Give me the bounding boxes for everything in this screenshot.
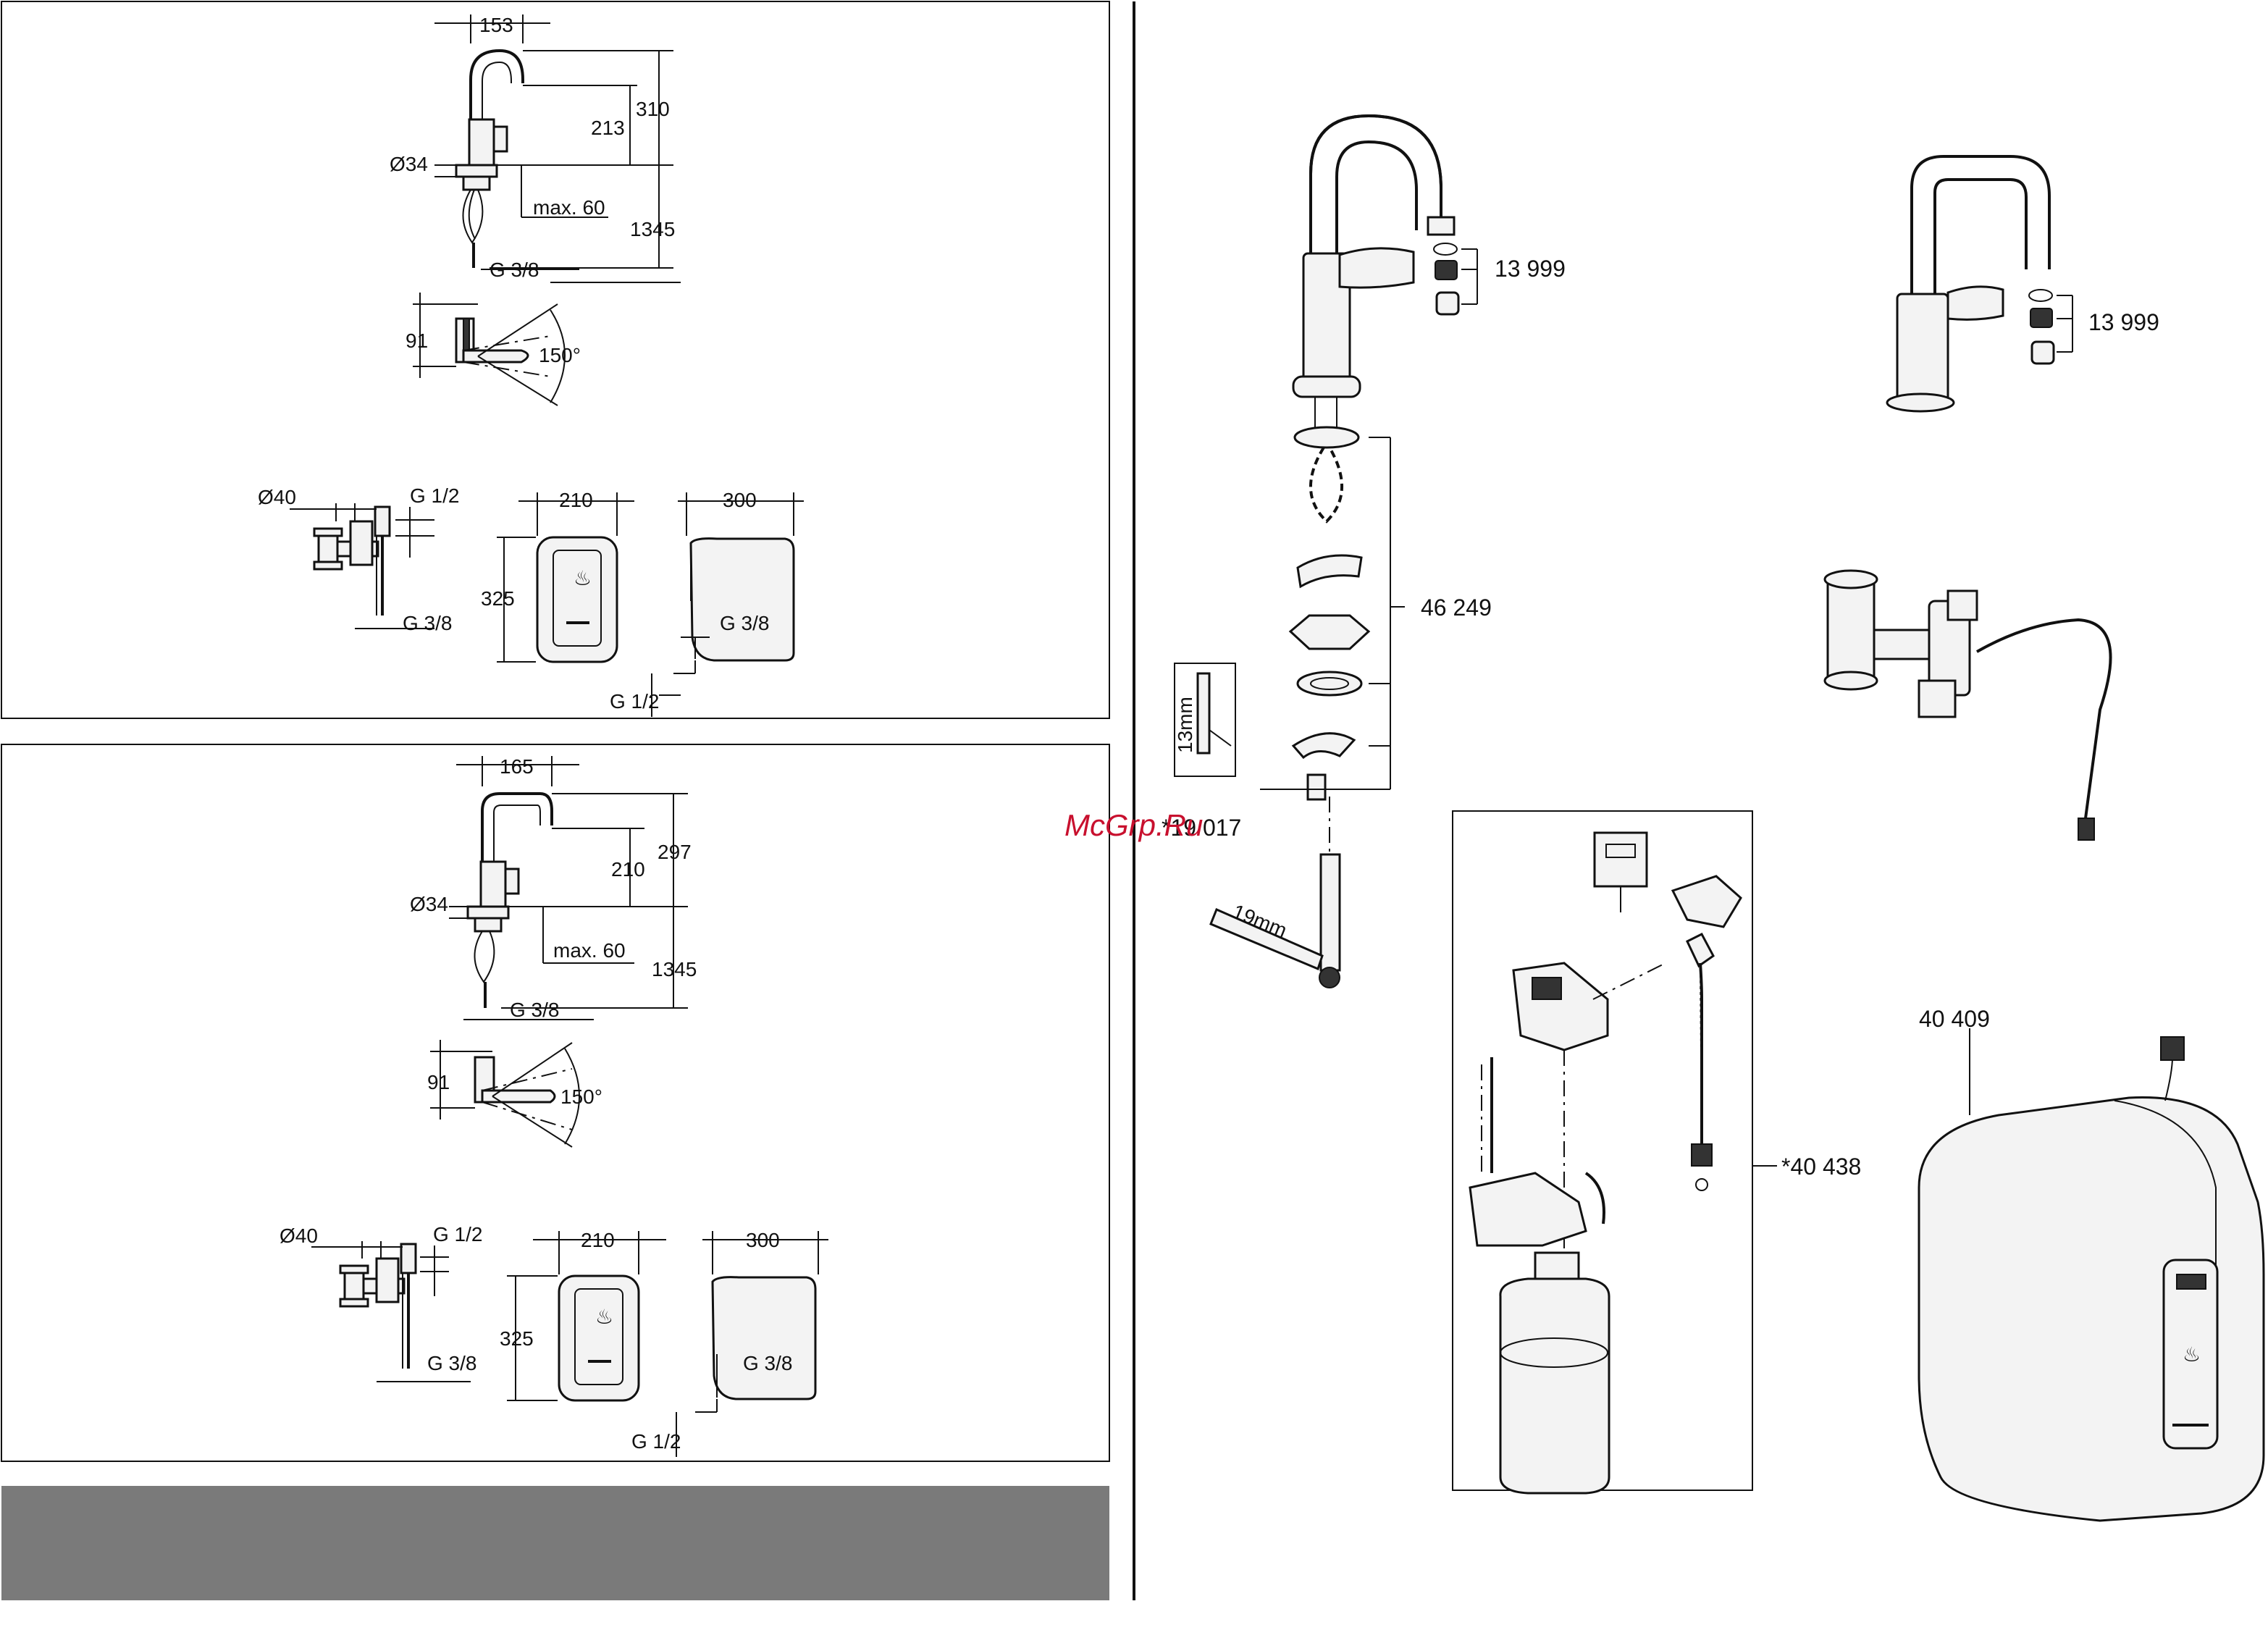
top-dim-valve-thread-top: G 1/2 xyxy=(410,484,459,507)
bottom-dim-hole-diameter: Ø34 xyxy=(410,893,448,915)
aerator-parts-1 xyxy=(1434,243,1477,314)
aerator-parts-2 xyxy=(2029,290,2072,364)
bottom-dim-thread-outlet: G 3/8 xyxy=(510,999,559,1021)
top-dim-valve-thread-bottom: G 3/8 xyxy=(403,612,452,634)
top-faucet-elevation xyxy=(456,51,523,268)
top-dim-swivel-angle: 150° xyxy=(539,344,581,366)
top-dim-max-thickness: max. 60 xyxy=(533,196,605,219)
bottom-dim-hose-length: 1345 xyxy=(652,958,697,980)
bottom-faucet-plan xyxy=(430,1040,579,1147)
exploded-faucet-square-spout xyxy=(1887,156,2049,411)
svg-text:♨: ♨ xyxy=(574,567,592,589)
bottom-dim-boiler-thread-bottom: G 1/2 xyxy=(631,1430,681,1453)
top-dim-width-top: 153 xyxy=(479,14,513,36)
bottom-boiler-front: ♨ xyxy=(507,1231,666,1400)
top-dim-height-spout: 213 xyxy=(591,117,625,139)
bottom-dim-valve-diameter: Ø40 xyxy=(280,1224,318,1247)
part-label-filter-kit: *40 438 xyxy=(1781,1154,1861,1180)
svg-text:♨: ♨ xyxy=(595,1306,613,1328)
top-boiler-side xyxy=(652,492,804,717)
exploded-angle-valve xyxy=(1825,571,2111,840)
top-dim-handle-depth: 91 xyxy=(406,329,428,352)
exploded-boiler-unit: ♨ xyxy=(1919,1028,2264,1521)
bottom-dim-width-top: 165 xyxy=(500,755,534,778)
filter-kit-parts xyxy=(1470,833,1741,1493)
top-dim-valve-diameter: Ø40 xyxy=(258,486,296,508)
watermark: McGrp.Ru xyxy=(1064,808,1203,842)
top-dim-boiler-width: 210 xyxy=(559,489,593,511)
top-valve-assembly xyxy=(290,503,434,629)
bottom-dim-swivel-angle: 150° xyxy=(560,1085,602,1108)
bottom-dim-boiler-thread-top: G 3/8 xyxy=(743,1352,792,1374)
top-dim-boiler-height: 325 xyxy=(481,587,515,610)
bottom-dim-boiler-depth: 300 xyxy=(746,1229,780,1251)
svg-text:♨: ♨ xyxy=(2183,1343,2201,1366)
bottom-dim-max-thickness: max. 60 xyxy=(553,939,626,962)
exploded-faucet-round-spout xyxy=(1211,116,1454,988)
bottom-dim-boiler-width: 210 xyxy=(581,1229,615,1251)
part-label-boiler: 40 409 xyxy=(1919,1006,1990,1032)
bottom-dim-height-total: 297 xyxy=(658,841,692,863)
top-dim-height-total: 310 xyxy=(636,98,670,120)
top-boiler-front: ♨ xyxy=(497,492,634,662)
part-label-mount-kit: 46 249 xyxy=(1421,595,1492,621)
bottom-panel-frame xyxy=(1,744,1109,1461)
top-dim-thread-outlet: G 3/8 xyxy=(490,259,539,281)
footer-bar xyxy=(1,1486,1109,1600)
bottom-dim-boiler-height: 325 xyxy=(500,1327,534,1350)
bottom-dim-height-spout: 210 xyxy=(611,858,645,881)
bottom-dim-valve-thread-top: G 1/2 xyxy=(433,1223,482,1245)
top-dim-boiler-thread-top: G 3/8 xyxy=(720,612,769,634)
part-label-aerator-1: 13 999 xyxy=(1495,256,1566,282)
bottom-faucet-elevation xyxy=(468,794,552,1008)
top-dim-boiler-thread-bottom: G 1/2 xyxy=(610,690,659,713)
top-dim-boiler-depth: 300 xyxy=(723,489,757,511)
part-label-aerator-2: 13 999 xyxy=(2088,309,2159,335)
bottom-boiler-side xyxy=(676,1231,828,1457)
tool-size-13mm: 13mm xyxy=(1174,697,1196,753)
top-dim-hole-diameter: Ø34 xyxy=(390,153,428,175)
bottom-dim-valve-thread-bottom: G 3/8 xyxy=(427,1352,476,1374)
top-dim-hose-length: 1345 xyxy=(630,218,675,240)
bottom-dim-handle-depth: 91 xyxy=(427,1071,450,1093)
